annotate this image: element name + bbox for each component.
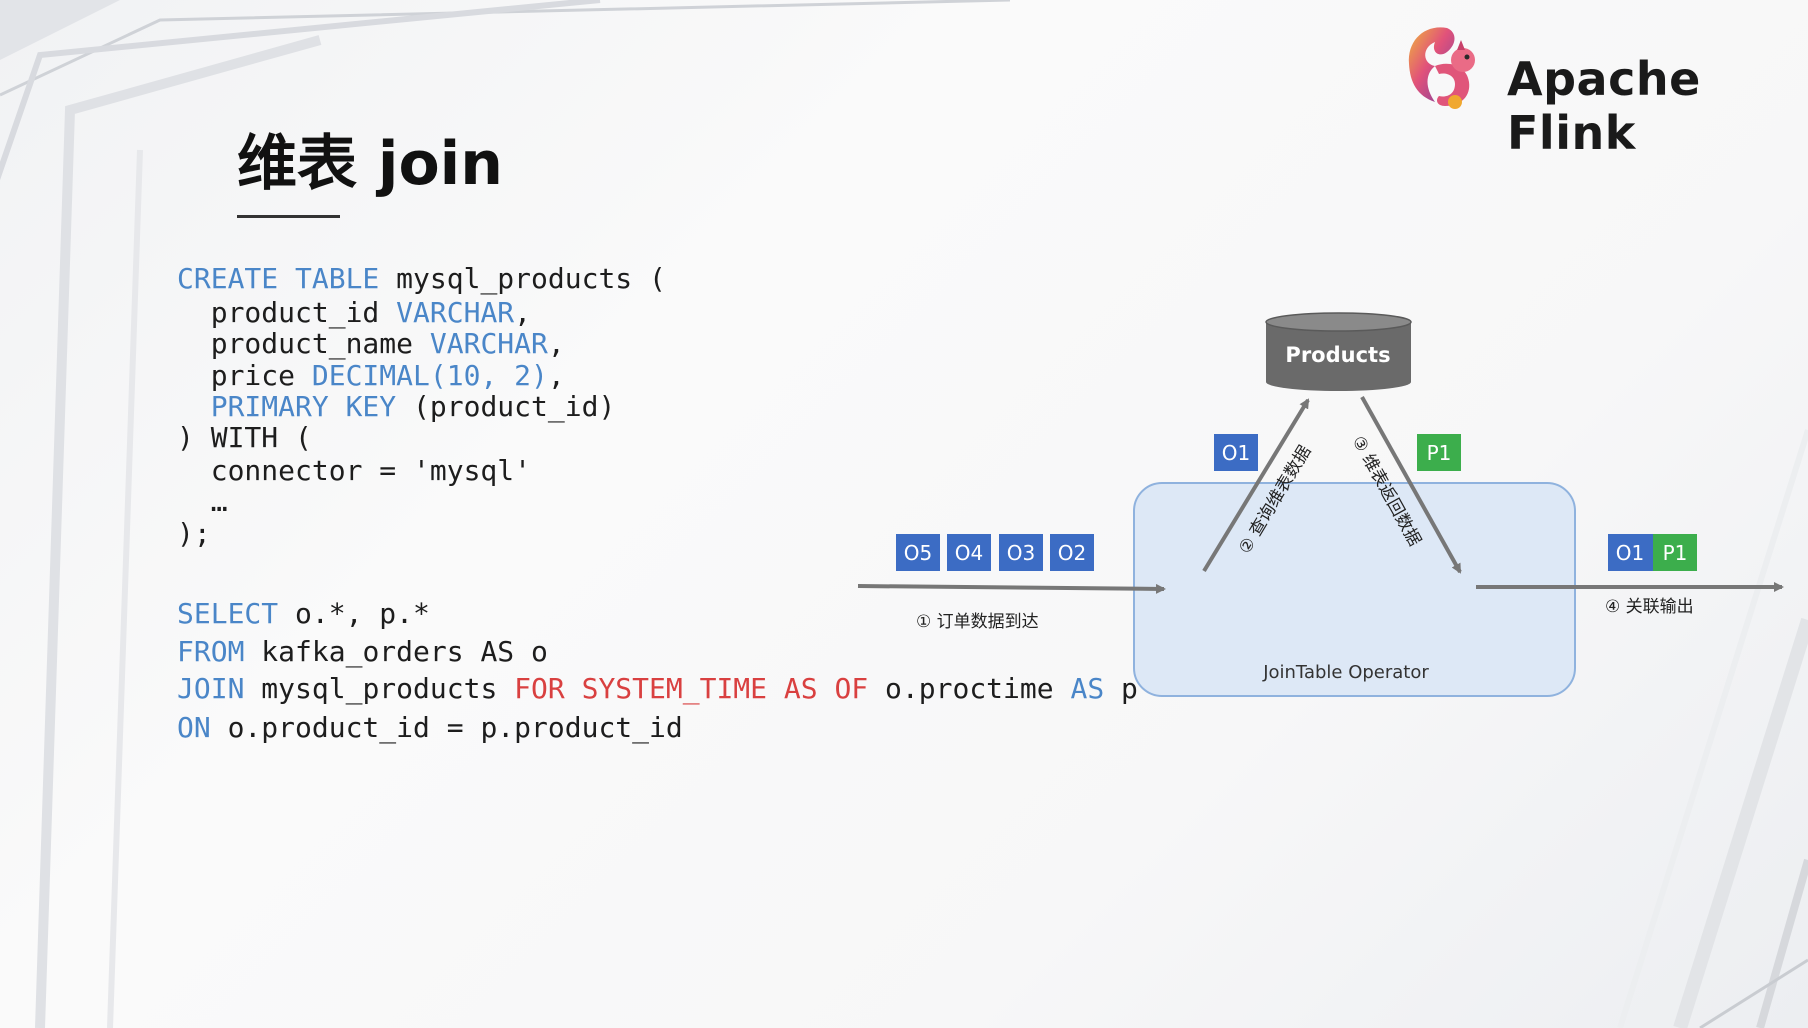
ddl-line: CREATE TABLE mysql_products ( (177, 262, 666, 295)
sql-keyword: PRIMARY KEY (210, 390, 397, 423)
sql-text: mysql_products (244, 672, 515, 705)
ddl-line: ); (177, 517, 211, 550)
sql-text: kafka_orders AS o (244, 635, 548, 668)
page-title: 维表 join (237, 129, 503, 199)
step1-label: ① 订单数据到达 (916, 612, 1039, 632)
sql-text: (product_id) (396, 390, 616, 423)
sql-highlight: FOR SYSTEM_TIME AS OF (514, 672, 869, 705)
query-order-box (1214, 434, 1258, 471)
output-product-box (1653, 534, 1697, 571)
sql-keyword: JOIN (177, 672, 245, 705)
order-label: O3 (1007, 541, 1035, 565)
arrow-return-dim (1360, 396, 1462, 574)
products-database-icon (1265, 312, 1412, 391)
ddl-line: product_id VARCHAR, (177, 296, 531, 329)
sql-text: , (514, 296, 532, 329)
order-label: O5 (904, 541, 932, 565)
sql-text: p (1104, 672, 1138, 705)
query-line: SELECT o.*, p.* (177, 597, 430, 630)
sql-text: connector = 'mysql' (177, 454, 532, 487)
returned-product-label: P1 (1427, 441, 1452, 465)
sql-text: o.product_id = p.product_id (210, 711, 683, 744)
sql-keyword: VARCHAR (429, 327, 548, 360)
sql-text: , (547, 327, 565, 360)
order-box (999, 534, 1043, 571)
ddl-line: connector = 'mysql' (177, 454, 531, 487)
ddl-line: ) WITH ( (177, 421, 312, 454)
sql-text: mysql_products ( (379, 262, 666, 295)
sql-keyword: FROM (177, 635, 245, 668)
sql-text: product_id (177, 296, 397, 329)
sql-text: o.proctime (868, 672, 1071, 705)
sql-keyword: CREATE TABLE (177, 262, 380, 295)
sql-text: ) WITH ( (177, 421, 312, 454)
sql-keyword: VARCHAR (396, 296, 515, 329)
order-box (896, 534, 940, 571)
sql-keyword: SELECT (177, 597, 279, 630)
arrow-orders-in (857, 583, 1166, 594)
order-box (1050, 534, 1094, 571)
title-underline (237, 215, 340, 218)
order-box (947, 534, 991, 571)
ddl-line: PRIMARY KEY (product_id) (177, 390, 616, 423)
sql-text: … (177, 485, 228, 518)
database-label: Products (1285, 343, 1390, 367)
sql-text: price (177, 359, 312, 392)
output-order-label: O1 (1616, 541, 1644, 565)
sql-text: o.*, p.* (278, 597, 430, 630)
sql-text: product_name (177, 327, 430, 360)
ddl-line: price DECIMAL(10, 2), (177, 359, 565, 392)
query-line: FROM kafka_orders AS o (177, 635, 548, 668)
sql-text: , (547, 359, 565, 392)
query-line: ON o.product_id = p.product_id (177, 711, 683, 744)
sql-keyword: AS (1070, 672, 1105, 705)
query-order-label: O1 (1222, 441, 1250, 465)
sql-keyword: ON (177, 711, 211, 744)
order-label: O4 (955, 541, 983, 565)
order-queue: O5 O4 O3 O2 (896, 534, 1094, 571)
output-product-label: P1 (1663, 541, 1688, 565)
arrow-query-dim (1202, 398, 1310, 573)
query-line: JOIN mysql_products FOR SYSTEM_TIME AS O… (177, 672, 1138, 705)
step4-label: ④ 关联输出 (1605, 597, 1694, 617)
sql-text: ); (177, 517, 211, 550)
order-label: O2 (1058, 541, 1086, 565)
brand-name: Apache Flink (1507, 52, 1701, 160)
ddl-line: … (177, 485, 228, 518)
ddl-line: product_name VARCHAR, (177, 327, 565, 360)
operator-label: JoinTable Operator (1262, 662, 1429, 683)
sql-keyword: DECIMAL(10, 2) (311, 359, 548, 392)
output-order-box (1608, 534, 1653, 571)
flink-logo-icon (1408, 27, 1475, 109)
returned-product-box (1417, 434, 1461, 471)
